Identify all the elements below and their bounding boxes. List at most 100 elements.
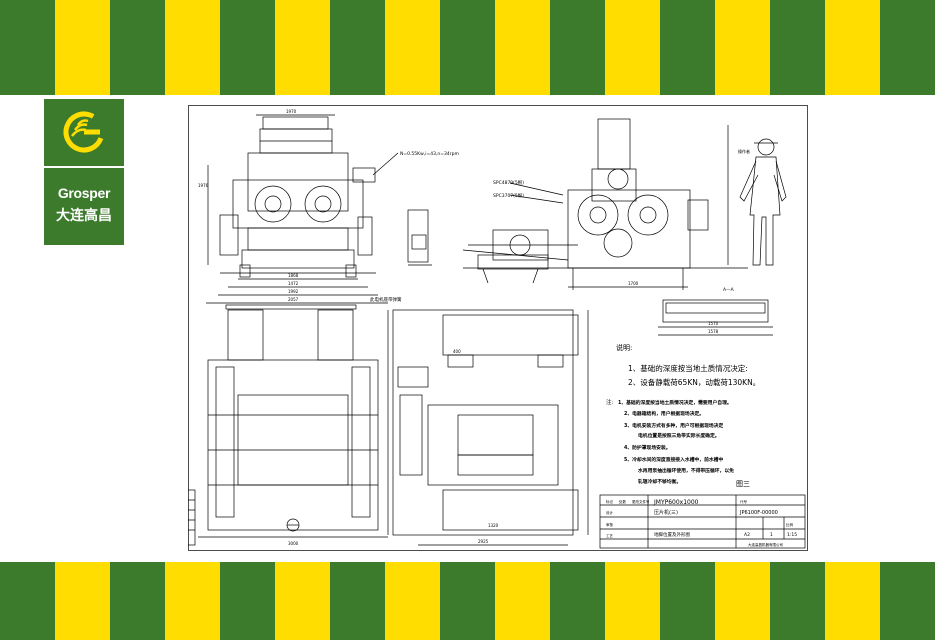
stripe-segment (385, 0, 440, 95)
belt-spec-label: SPC4879(5根) (493, 179, 524, 186)
note-line: 电机位置是按照三角带实际长度确定。 (638, 432, 720, 439)
dim-label: 1320 (488, 523, 499, 528)
stripe-segment (55, 0, 110, 95)
stripe-segment (495, 0, 550, 95)
note-line: 轧辊冷却不够均衡。 (638, 478, 681, 485)
dim-label: 400 (453, 349, 461, 354)
stripe-segment (385, 562, 440, 640)
stripe-segment (440, 0, 495, 95)
stripe-segment (770, 0, 825, 95)
stripe-segment (0, 562, 55, 640)
logo-divider (44, 166, 124, 168)
revision-table (188, 489, 196, 546)
section-a-a-view: A—A 1570 1578 (658, 287, 773, 336)
brand-name: Grosper (57, 185, 111, 201)
stripe-segment (165, 562, 220, 640)
title-block: 标记 处数 更改文件号 设计 审核 工艺 JMYP600x1000 压片机(三)… (599, 494, 806, 549)
note-line: 2、电器箱结构，用户根据现场决定。 (624, 410, 704, 417)
motor-stand-view (407, 209, 432, 266)
dim-label: 1970 (286, 109, 297, 114)
notes-title: 说明: (616, 343, 632, 352)
title-cell: 比例 (786, 522, 794, 527)
operator-label: 操作者 (738, 148, 750, 154)
title-model: JMYP600x1000 (653, 499, 699, 506)
sheet-size: A2 (744, 532, 750, 538)
stripe-segment (715, 562, 770, 640)
stripe-segment (330, 0, 385, 95)
stripe-segment (110, 562, 165, 640)
stripe-segment (220, 0, 275, 95)
stripe-segment (0, 0, 55, 95)
title-cell: 设计 (606, 510, 614, 515)
dim-label: 1992 (288, 289, 299, 294)
stripe-segment (55, 562, 110, 640)
dim-label: 2925 (478, 539, 489, 544)
title-sub: 地脚位置及外形图 (654, 531, 690, 538)
stripe-segment (825, 0, 880, 95)
note-line: 1、基础的深度按当地土质情况决定: (628, 363, 748, 373)
stripe-segment (660, 562, 715, 640)
stripe-segment (275, 0, 330, 95)
title-cell: 工艺 (606, 533, 614, 538)
company-name: 大连高昌机器有限公司 (748, 542, 783, 547)
stripe-segment (605, 562, 660, 640)
notes2-title: 注: (606, 398, 614, 406)
engineering-drawing: 1970 1868 1472 1992 2057 1976 N=0.55Kw,i… (188, 105, 808, 551)
side-elevation-view: 1700 SPC4879(5根) SPC3707(5根) 操作者 (462, 118, 750, 290)
dim-label: 1472 (288, 281, 299, 286)
note-line: 5、冷却水间的深度直接接入水槽中，前水槽中 (624, 456, 723, 463)
top-stripe-band (0, 0, 935, 95)
dim-label: 1700 (628, 281, 639, 286)
notes-block: 说明: 1、基础的深度按当地土质情况决定: 2、设备静载荷65KN，动载荷130… (606, 343, 760, 488)
stripe-segment (165, 0, 220, 95)
stripe-segment (440, 562, 495, 640)
stripe-segment (110, 0, 165, 95)
brand-logo: Grosper 大连高昌 (44, 99, 124, 245)
stripe-segment (220, 562, 275, 640)
drawing-frame (188, 105, 808, 551)
title-cell: 处数 (619, 499, 627, 504)
note-line: 水再用泵抽出循环使用，不得带压循环，以免 (637, 467, 734, 474)
bottom-stripe-band (0, 562, 935, 640)
note-line: 1、基础的深度按当地土质情况决定，需要用户自理。 (618, 399, 732, 406)
stripe-segment (605, 0, 660, 95)
stripe-segment (495, 562, 550, 640)
figure-label: 图三 (736, 480, 750, 488)
section-label: A—A (723, 287, 735, 293)
stripe-segment (550, 562, 605, 640)
grosper-g-icon (63, 111, 105, 153)
stripe-segment (770, 562, 825, 640)
dim-label: 2057 (288, 297, 299, 302)
title-cell: 代号 (740, 499, 748, 504)
stripe-segment (880, 0, 935, 95)
dim-label: 1578 (708, 329, 719, 334)
title-name: 压片机(三) (654, 509, 678, 516)
belt-spec-label: SPC3707(5根) (493, 192, 524, 199)
note-line: 3、电机安装方式有多种，用户可根据现场决定 (624, 422, 723, 429)
dim-label: 1976 (198, 183, 209, 188)
dim-label: 1868 (288, 273, 299, 278)
note-line: 2、设备静载荷65KN，动载荷130KN。 (628, 377, 760, 387)
dim-label: 3000 (288, 541, 299, 546)
stripe-segment (330, 562, 385, 640)
stripe-segment (715, 0, 770, 95)
title-cell: 标记 (606, 499, 614, 504)
title-cell: 审核 (606, 522, 614, 527)
motor-base-note: 此电机座带弹簧 (370, 296, 402, 303)
plan-view: 此电机座带弹簧 3000 (198, 296, 402, 546)
stripe-segment (550, 0, 605, 95)
dim-label: 1570 (708, 321, 719, 326)
sheet-count: 1 (770, 532, 773, 538)
drawing-number: JP6100F-00000 (739, 510, 778, 516)
note-line: 4、防护罩现场安装。 (624, 444, 671, 451)
foundation-plan-view: 2925 1320 400 (392, 309, 589, 546)
brand-name-cn: 大连高昌 (56, 208, 112, 224)
title-cell: 更改文件号 (632, 499, 650, 504)
motor-spec-label: N=0.55Kw,i=43,n=34rpm (400, 151, 459, 157)
stripe-segment (275, 562, 330, 640)
stripe-segment (880, 562, 935, 640)
stripe-segment (660, 0, 715, 95)
front-elevation-view: 1970 1868 1472 1992 2057 1976 N=0.55Kw,i… (198, 109, 459, 304)
stripe-segment (825, 562, 880, 640)
operator-figure-icon (739, 138, 787, 266)
